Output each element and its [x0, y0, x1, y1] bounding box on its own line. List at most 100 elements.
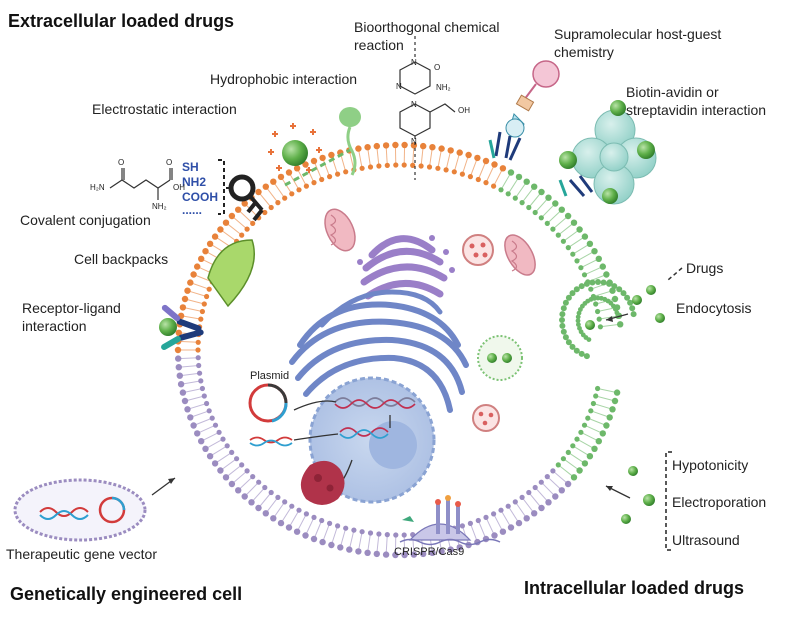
lipid-head	[520, 495, 525, 500]
lipid-head	[587, 453, 593, 459]
lipid-head	[539, 215, 544, 220]
lipid-head	[319, 177, 324, 182]
lipid-head	[180, 389, 186, 395]
group-sh: SH	[182, 160, 199, 175]
lipid-head	[588, 287, 593, 292]
biotin-label-line2: streptavidin interaction	[626, 102, 766, 119]
physical-delivery-drugs	[606, 452, 672, 550]
lipid-head	[570, 252, 575, 257]
lipid-head	[576, 467, 582, 473]
lipid-head	[182, 398, 188, 404]
lipid-head	[229, 481, 235, 487]
endosome-with-drugs	[478, 336, 522, 380]
amino-acid-structure	[110, 168, 172, 200]
hydrophobic-label: Hydrophobic interaction	[210, 71, 357, 88]
lipid-head	[212, 460, 218, 466]
lipid-head	[304, 511, 309, 516]
lipid-head	[591, 401, 596, 406]
backpacks-label: Cell backpacks	[74, 251, 168, 268]
lipid-head	[500, 529, 506, 535]
lipid-head	[524, 179, 530, 185]
lipid-head	[197, 371, 202, 376]
lipid-head	[255, 505, 261, 511]
cell-backpack-icon	[208, 240, 254, 306]
lipid-head	[269, 490, 274, 495]
lipid-head	[296, 187, 301, 192]
lipid-head	[574, 286, 580, 292]
lipid-head	[393, 532, 398, 537]
mitochondrion-right	[499, 230, 542, 280]
lipid-head	[566, 339, 572, 345]
bioorthogonal-label-line2: reaction	[354, 37, 404, 54]
group-etc: ......	[182, 203, 202, 218]
lipid-head	[270, 179, 276, 185]
lipid-head	[175, 355, 181, 361]
lipid-head	[606, 281, 612, 287]
lipid-head	[262, 210, 267, 215]
lipid-head	[607, 414, 613, 420]
bioorthogonal-molecule	[400, 36, 455, 180]
lipid-head	[533, 485, 538, 490]
lipid-head	[393, 162, 398, 167]
lipid-head	[563, 334, 569, 340]
lipid-head	[561, 329, 567, 335]
lipid-head	[601, 280, 607, 286]
lipid-head	[196, 363, 201, 368]
lipid-head	[217, 430, 222, 435]
lipid-head	[311, 515, 316, 520]
lipid-head	[319, 155, 325, 161]
lipid-head	[588, 408, 593, 413]
lipid-head	[311, 158, 317, 164]
lipid-head	[617, 321, 623, 327]
lipid-head	[508, 524, 514, 530]
lipid-head	[483, 158, 489, 164]
lipid-head	[229, 450, 234, 455]
lipid-head	[603, 422, 609, 428]
supramolecular-label-line1: Supramolecular host-guest	[554, 26, 721, 43]
lipid-head	[498, 508, 503, 513]
lipid-head	[190, 422, 196, 428]
lipid-head	[311, 180, 316, 185]
mitochondrion-left	[319, 205, 361, 256]
lipid-head	[294, 165, 300, 171]
lipid-head	[429, 144, 435, 150]
lipid-head	[200, 386, 205, 391]
lipid-head	[550, 468, 555, 473]
lipid-head	[579, 283, 585, 289]
lipid-head	[223, 220, 229, 226]
lipid-head	[239, 233, 244, 238]
hydrophobic-icon	[339, 107, 361, 175]
lipid-head	[574, 258, 579, 263]
lipid-head	[383, 551, 389, 557]
lipid-head	[328, 542, 334, 548]
lipid-head	[603, 271, 609, 277]
lipid-head	[198, 317, 203, 322]
lipid-head	[282, 499, 287, 504]
lipid-head	[262, 485, 267, 490]
electrostatic-label: Electrostatic interaction	[92, 101, 237, 118]
lipid-head	[565, 213, 571, 219]
lipid-head	[550, 227, 555, 232]
lipid-head	[582, 460, 588, 466]
lipid-head	[374, 551, 380, 557]
lipid-head	[559, 311, 565, 317]
lipid-head	[401, 142, 407, 148]
lipid-head	[220, 437, 225, 442]
lipid-head	[374, 143, 380, 149]
bioorthogonal-label-line1: Bioorthogonal chemical	[354, 19, 500, 36]
lipid-head	[593, 301, 598, 306]
lipid-head	[364, 144, 370, 150]
lipid-head	[223, 474, 229, 480]
lipid-head	[579, 351, 585, 357]
atom-n-b: N	[396, 82, 402, 91]
lipid-head	[229, 213, 235, 219]
lipid-head	[614, 389, 620, 395]
lipid-head	[611, 283, 617, 289]
lipid-head	[383, 142, 389, 148]
lipid-head	[319, 518, 324, 523]
atom-nh2-a: NH₂	[152, 202, 167, 211]
lipid-head	[574, 437, 579, 442]
lipid-head	[559, 487, 565, 493]
lipid-head	[256, 480, 261, 485]
